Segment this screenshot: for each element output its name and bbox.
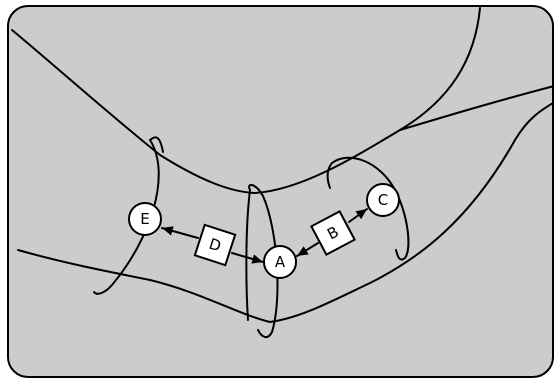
node-c: C	[366, 183, 400, 217]
node-b-box	[310, 210, 356, 256]
arm-upper-contour	[11, 7, 481, 195]
node-e: E	[128, 202, 162, 236]
node-d-label: D	[207, 235, 224, 256]
ring-e-front	[93, 139, 160, 295]
node-e-label: E	[140, 210, 149, 228]
node-a-circle	[263, 245, 297, 279]
ring-c-front	[331, 156, 410, 261]
node-c-label: C	[378, 191, 388, 209]
ring-a-back	[245, 189, 251, 321]
connector-e-d	[161, 226, 199, 239]
ring-e-back	[149, 136, 164, 153]
node-d-box	[193, 223, 237, 267]
connector-d-a	[231, 252, 264, 264]
node-a-label: A	[275, 253, 286, 271]
ring-c-back	[326, 162, 333, 189]
node-a: A	[263, 245, 297, 279]
node-c-circle	[366, 183, 400, 217]
diagram-panel	[7, 5, 554, 378]
node-d: D	[193, 223, 237, 267]
connector-b-a	[296, 242, 319, 257]
connector-b-c	[348, 208, 368, 223]
arm-lower-contour	[17, 99, 553, 324]
node-b: B	[310, 210, 356, 256]
node-e-circle	[128, 202, 162, 236]
forearm-top-contour	[399, 84, 553, 131]
